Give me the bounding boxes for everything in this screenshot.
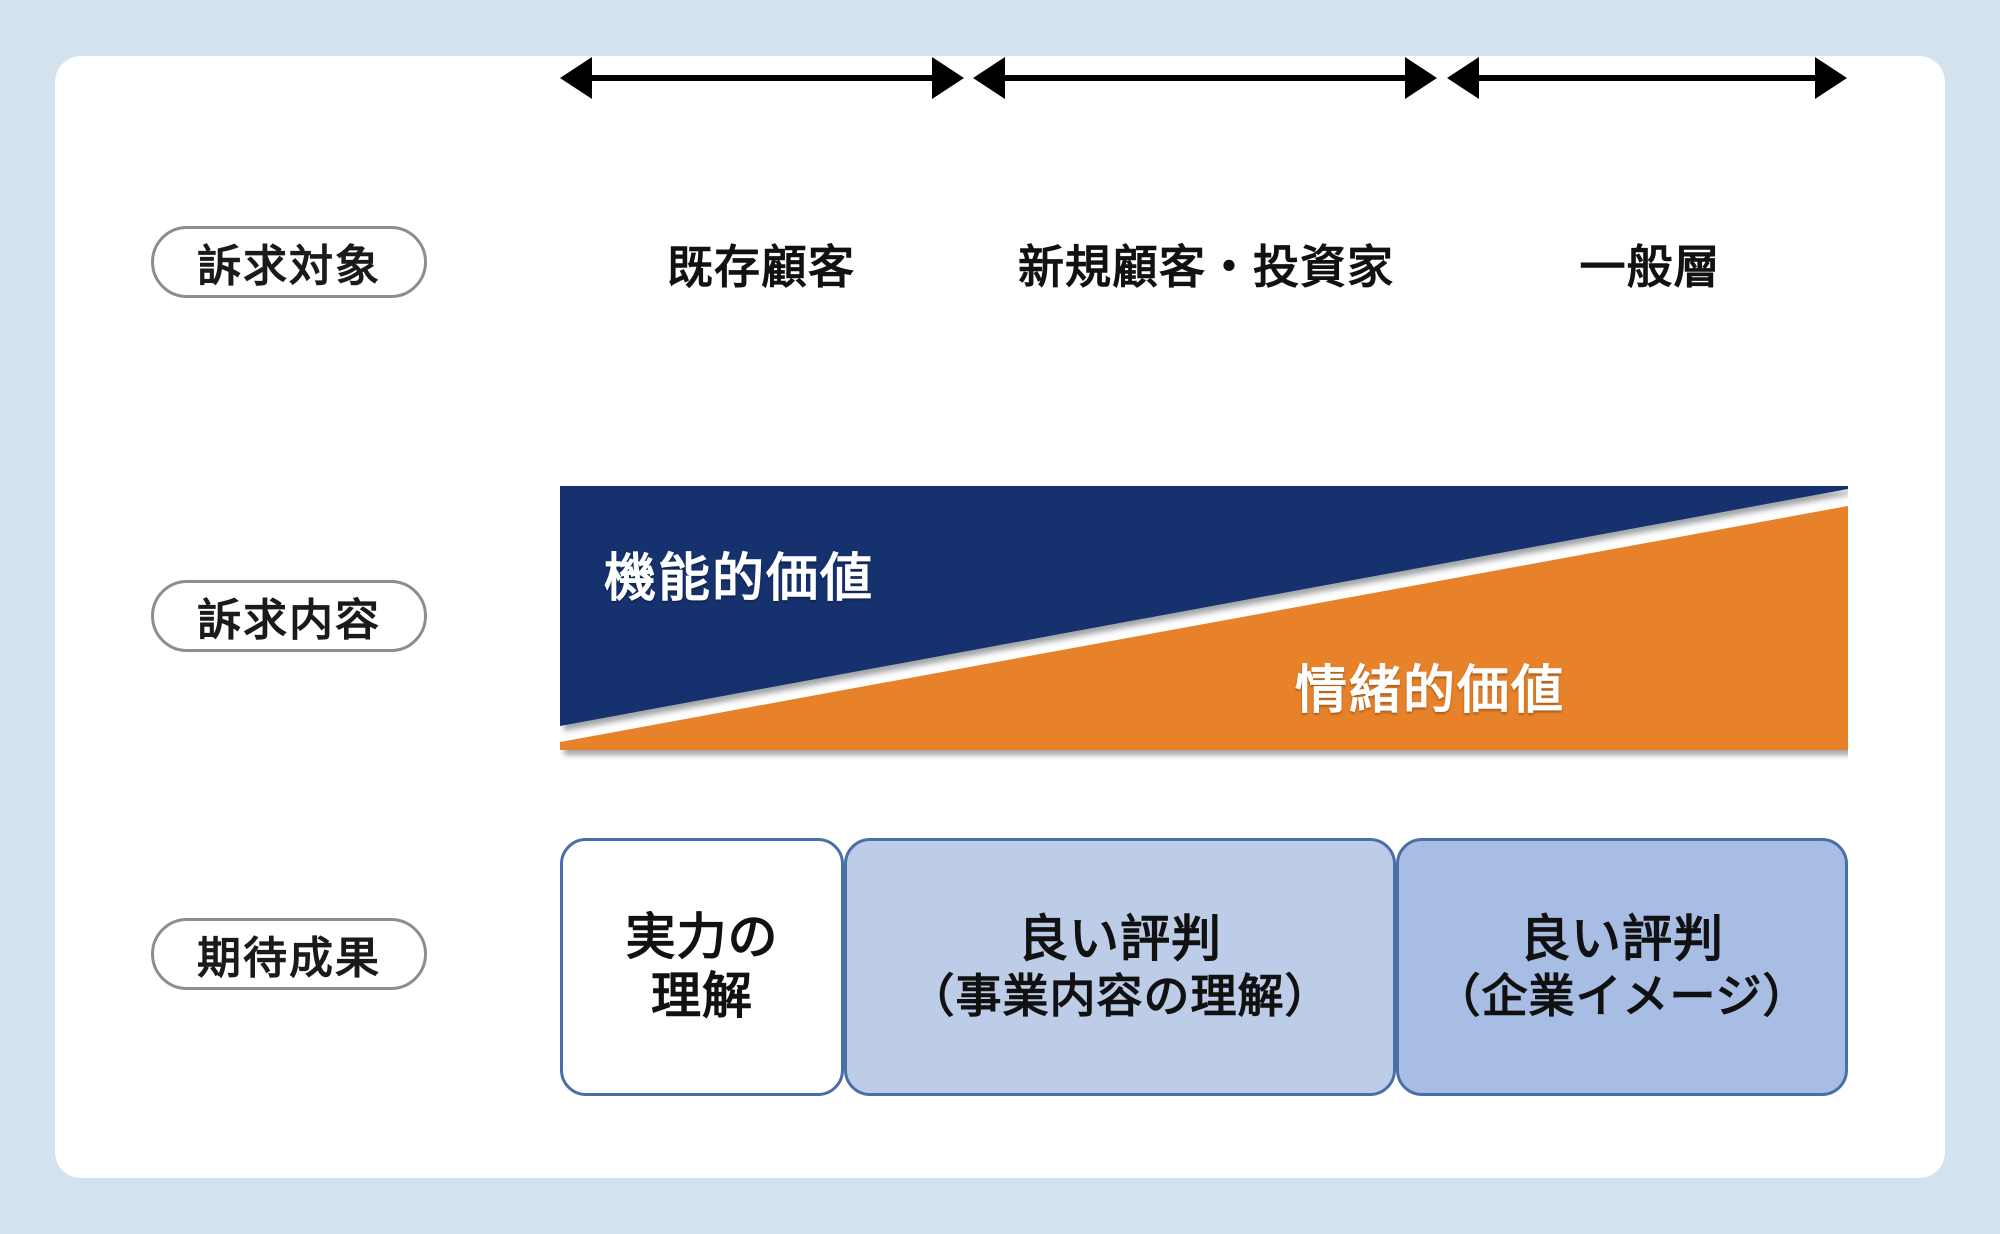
outcome-box-reputation-corporate-image: 良い評判 （企業イメージ） <box>1396 838 1848 1096</box>
range-arrow-general-public <box>1447 56 1847 100</box>
arrow-head-right-icon <box>1815 57 1847 99</box>
audience-column-general-public: 一般層 <box>1579 240 1721 294</box>
content-card: 訴求対象 既存顧客 新規顧客・投資家 一般層 訴求内容 <box>55 56 1945 1178</box>
outcome-box-capability-understanding: 実力の 理解 <box>560 838 844 1096</box>
outcome-line-1: 良い評判 <box>1018 910 1222 969</box>
functional-value-label: 機能的価値 <box>604 549 875 609</box>
value-mix-chart: 機能的価値 情緒的価値 <box>560 486 1848 768</box>
outcome-line-2: 理解 <box>651 967 753 1025</box>
emotional-value-label: 情緒的価値 <box>1295 661 1566 721</box>
arrow-head-right-icon <box>932 57 964 99</box>
outcome-line-1: 実力の <box>625 908 779 966</box>
row-label-outcome: 期待成果 <box>151 918 427 990</box>
emotional-value-area <box>560 506 1848 750</box>
arrow-head-right-icon <box>1405 57 1437 99</box>
value-mix-svg <box>560 486 1848 750</box>
functional-value-area <box>560 486 1848 726</box>
outcome-line-1: 良い評判 <box>1520 910 1724 969</box>
audience-column-new-customers-investors: 新規顧客・投資家 <box>1018 240 1394 294</box>
outcome-box-reputation-business: 良い評判 （事業内容の理解） <box>844 838 1396 1096</box>
audience-column-existing-customers: 既存顧客 <box>667 240 855 294</box>
arrow-shaft <box>1473 75 1821 81</box>
outcome-line-2: （事業内容の理解） <box>908 969 1332 1024</box>
arrow-shaft <box>999 75 1411 81</box>
range-arrow-existing-customers <box>560 56 964 100</box>
outcome-line-2: （企業イメージ） <box>1434 969 1810 1024</box>
arrow-shaft <box>586 75 938 81</box>
row-label-message: 訴求内容 <box>151 580 427 652</box>
row-label-audience: 訴求対象 <box>151 226 427 298</box>
range-arrow-new-customers-investors <box>973 56 1437 100</box>
